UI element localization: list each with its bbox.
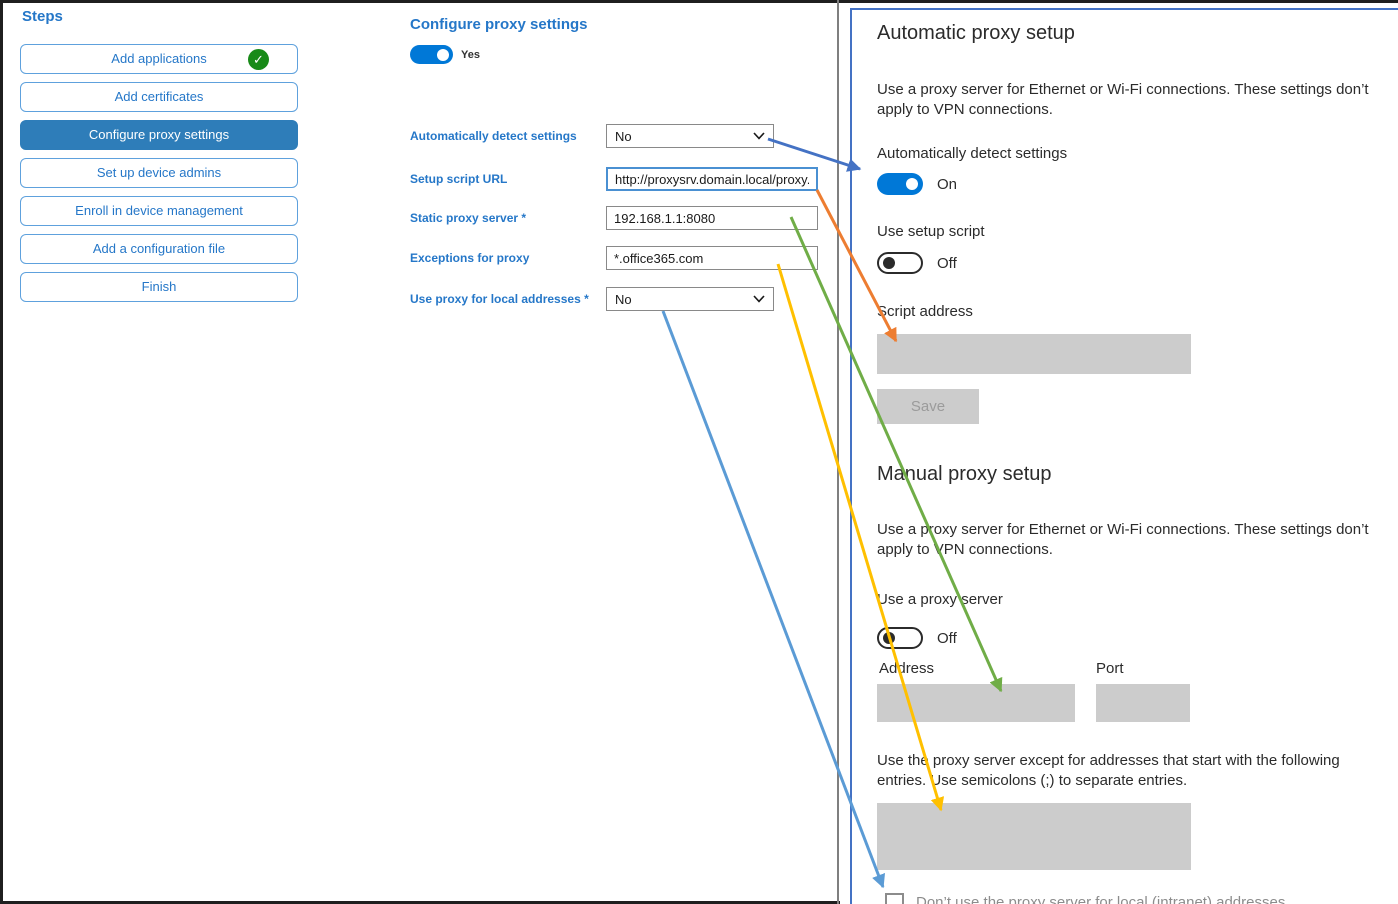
save-button[interactable]: Save: [877, 389, 979, 424]
step-button-label: Enroll in device management: [75, 203, 243, 218]
automatically-detect-settings-label: Automatically detect settings: [410, 129, 577, 143]
use-proxy-server-toggle[interactable]: [877, 627, 923, 649]
proxy-port-input[interactable]: [1096, 684, 1190, 722]
use-proxy-server-label: Use a proxy server: [877, 591, 1003, 608]
step-button-configure-proxy-settings[interactable]: Configure proxy settings: [20, 120, 298, 150]
static-proxy-server-label: Static proxy server *: [410, 211, 527, 225]
step-button-set-up-device-admins[interactable]: Set up device admins: [20, 158, 298, 188]
step-button-label: Finish: [141, 279, 177, 294]
static-proxy-server-input[interactable]: [606, 206, 818, 230]
toggle-knob: [883, 632, 895, 644]
use-setup-script-state: Off: [937, 255, 957, 272]
step-button-label: Add applications: [111, 51, 207, 66]
script-address-label: Script address: [877, 303, 973, 320]
exceptions-for-proxy-label: Exceptions for proxy: [410, 251, 530, 265]
panel-divider: [837, 0, 839, 904]
detect-setting-arrow: [767, 137, 862, 172]
manual-proxy-setup-heading: Manual proxy setup: [877, 463, 1052, 485]
automatically-detect-settings-selected-value: No: [615, 128, 632, 144]
automatically-detect-settings-select[interactable]: No: [606, 124, 774, 148]
script-address-input[interactable]: [877, 334, 1191, 374]
toggle-knob: [883, 257, 895, 269]
use-proxy-server-state: Off: [937, 630, 957, 647]
chevron-down-icon: [753, 295, 765, 303]
step-button-label: Set up device admins: [96, 165, 222, 180]
step-button-add-certificates[interactable]: Add certificates: [20, 82, 298, 112]
manual-proxy-description: Use a proxy server for Ethernet or Wi-Fi…: [877, 521, 1369, 558]
use-proxy-for-local-addresses-label: Use proxy for local addresses *: [410, 292, 589, 306]
exceptions-for-proxy-input[interactable]: [606, 246, 818, 270]
auto-detect-state: On: [937, 176, 958, 193]
address-label: Address: [879, 660, 935, 677]
window-frame-left: [0, 0, 3, 904]
chevron-down-icon: [753, 132, 765, 140]
step-button-finish[interactable]: Finish: [20, 272, 298, 302]
toggle-knob: [906, 178, 918, 190]
automatic-proxy-setup-heading: Automatic proxy setup: [877, 22, 1075, 44]
local-addresses-checkbox[interactable]: [885, 893, 904, 904]
use-setup-script-toggle[interactable]: [877, 252, 923, 274]
step-button-enroll-in-device-management[interactable]: Enroll in device management: [20, 196, 298, 226]
auto-detect-toggle[interactable]: [877, 173, 923, 195]
step-button-add-applications[interactable]: Add applications ✓: [20, 44, 298, 74]
use-setup-script-label: Use setup script: [877, 223, 985, 240]
step-button-label: Add a configuration file: [92, 241, 226, 256]
step-button-label: Configure proxy settings: [88, 127, 230, 142]
use-proxy-for-local-addresses-select[interactable]: No: [606, 287, 774, 311]
configure-proxy-toggle[interactable]: [410, 45, 453, 64]
window-frame-top: [0, 0, 1398, 3]
proxy-address-input[interactable]: [877, 684, 1075, 722]
port-label: Port: [1096, 660, 1124, 677]
auto-detect-label: Automatically detect settings: [877, 145, 1068, 162]
automatic-proxy-description: Use a proxy server for Ethernet or Wi-Fi…: [877, 81, 1369, 118]
local-addresses-checkbox-label: Don’t use the proxy server for local (in…: [916, 894, 1286, 904]
use-proxy-for-local-addresses-selected-value: No: [615, 291, 632, 307]
steps-panel-title: Steps: [22, 8, 63, 25]
window-frame-bottom: [0, 901, 840, 904]
form-title: Configure proxy settings: [410, 16, 588, 33]
step-button-add-a-configuration-file[interactable]: Add a configuration file: [20, 234, 298, 264]
setup-script-url-input[interactable]: [606, 167, 818, 191]
proxy-exceptions-description: Use the proxy server except for addresse…: [877, 752, 1340, 789]
completed-check-icon: ✓: [248, 49, 269, 70]
step-button-label: Add certificates: [114, 89, 204, 104]
proxy-exceptions-textarea[interactable]: [877, 803, 1191, 870]
toggle-knob: [437, 48, 449, 61]
configure-proxy-toggle-label: Yes: [461, 49, 480, 61]
setup-script-url-label: Setup script URL: [410, 172, 508, 186]
